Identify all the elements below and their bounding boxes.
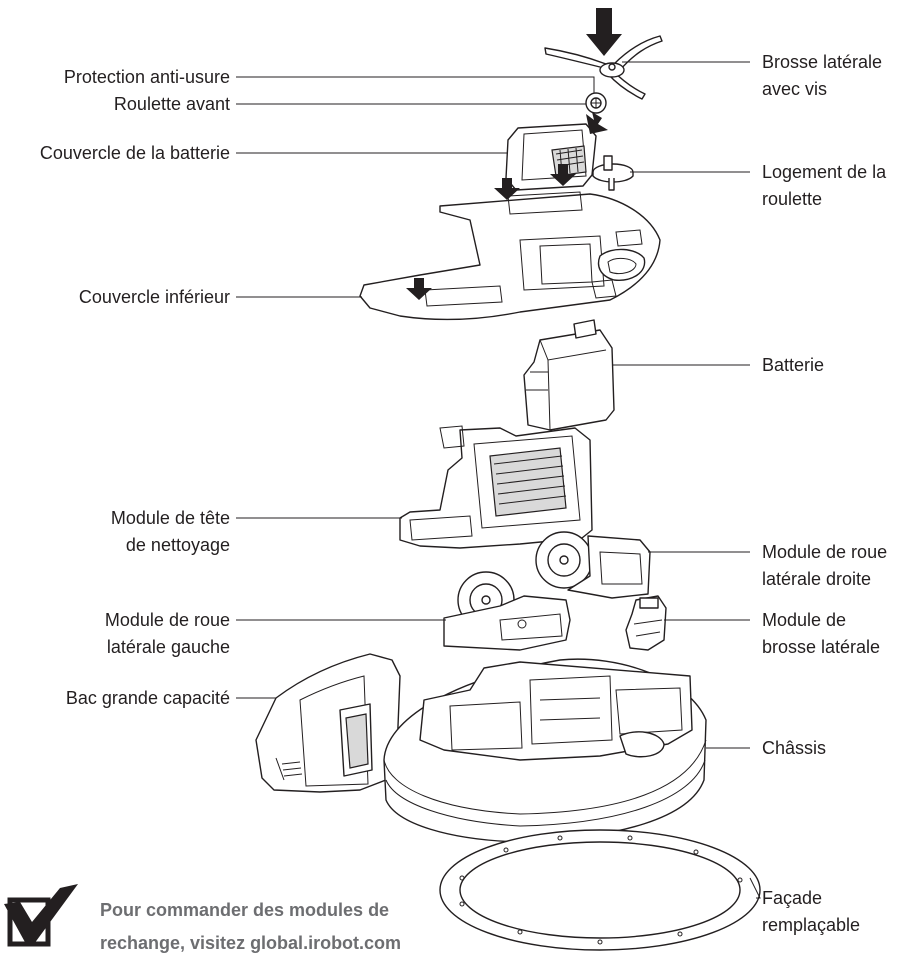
bottom-cover-part	[359, 191, 661, 321]
faceplate-ring-part	[439, 829, 761, 951]
label-module-brosse-line2: brosse latérale	[762, 637, 881, 657]
label-batterie: Batterie	[762, 355, 825, 375]
label-facade-line2: remplaçable	[762, 915, 861, 935]
side-brush-part	[544, 35, 663, 100]
right-wheel-part	[535, 531, 651, 599]
down-arrow-icon	[406, 278, 432, 300]
down-arrow-icon	[494, 178, 520, 200]
cleaning-head-part	[399, 425, 593, 549]
label-brosse-vis-line1: Brosse latérale	[762, 52, 883, 72]
caster-housing-part	[592, 155, 634, 191]
label-module-brosse-line1: Module de	[762, 610, 847, 630]
order-note-line2: rechange, visitez global.irobot.com	[100, 933, 402, 953]
battery-part	[523, 319, 615, 431]
battery-cover-part	[505, 123, 597, 191]
down-arrow-icon	[550, 164, 576, 186]
label-protection: Protection anti-usure	[63, 67, 230, 87]
label-chassis: Châssis	[762, 738, 827, 758]
leader-facade	[749, 877, 761, 899]
label-roue-gauche-line1: Module de roue	[104, 610, 230, 630]
chassis-part	[383, 658, 707, 843]
label-logement-line1: Logement de la	[762, 162, 887, 182]
label-couvercle-inferieur: Couvercle inférieur	[78, 287, 230, 307]
label-couvercle-batterie: Couvercle de la batterie	[39, 143, 230, 163]
label-module-tete-line2: de nettoyage	[125, 535, 230, 555]
down-arrow-icon	[586, 112, 608, 134]
label-roue-droite-line1: Module de roue	[762, 542, 888, 562]
label-bac: Bac grande capacité	[65, 688, 230, 708]
checkbox-check-icon	[4, 884, 78, 947]
bin-part	[255, 653, 401, 793]
label-brosse-vis-line2: avec vis	[762, 79, 828, 99]
label-roue-droite-line2: latérale droite	[762, 569, 872, 589]
order-note-line1: Pour commander des modules de	[100, 900, 390, 920]
left-wheel-part	[443, 571, 571, 651]
down-arrow-icon	[586, 8, 622, 56]
front-caster-part	[585, 92, 607, 114]
label-facade-line1: Façade	[762, 888, 823, 908]
leader-protection	[236, 76, 595, 93]
label-module-tete-line1: Module de tête	[110, 508, 230, 528]
label-roue-gauche-line2: latérale gauche	[106, 637, 230, 657]
order-note: Pour commander des modules de rechange, …	[100, 894, 401, 960]
label-roulette-avant: Roulette avant	[113, 94, 230, 114]
label-logement-line2: roulette	[762, 189, 823, 209]
side-brush-module-part	[625, 595, 667, 651]
